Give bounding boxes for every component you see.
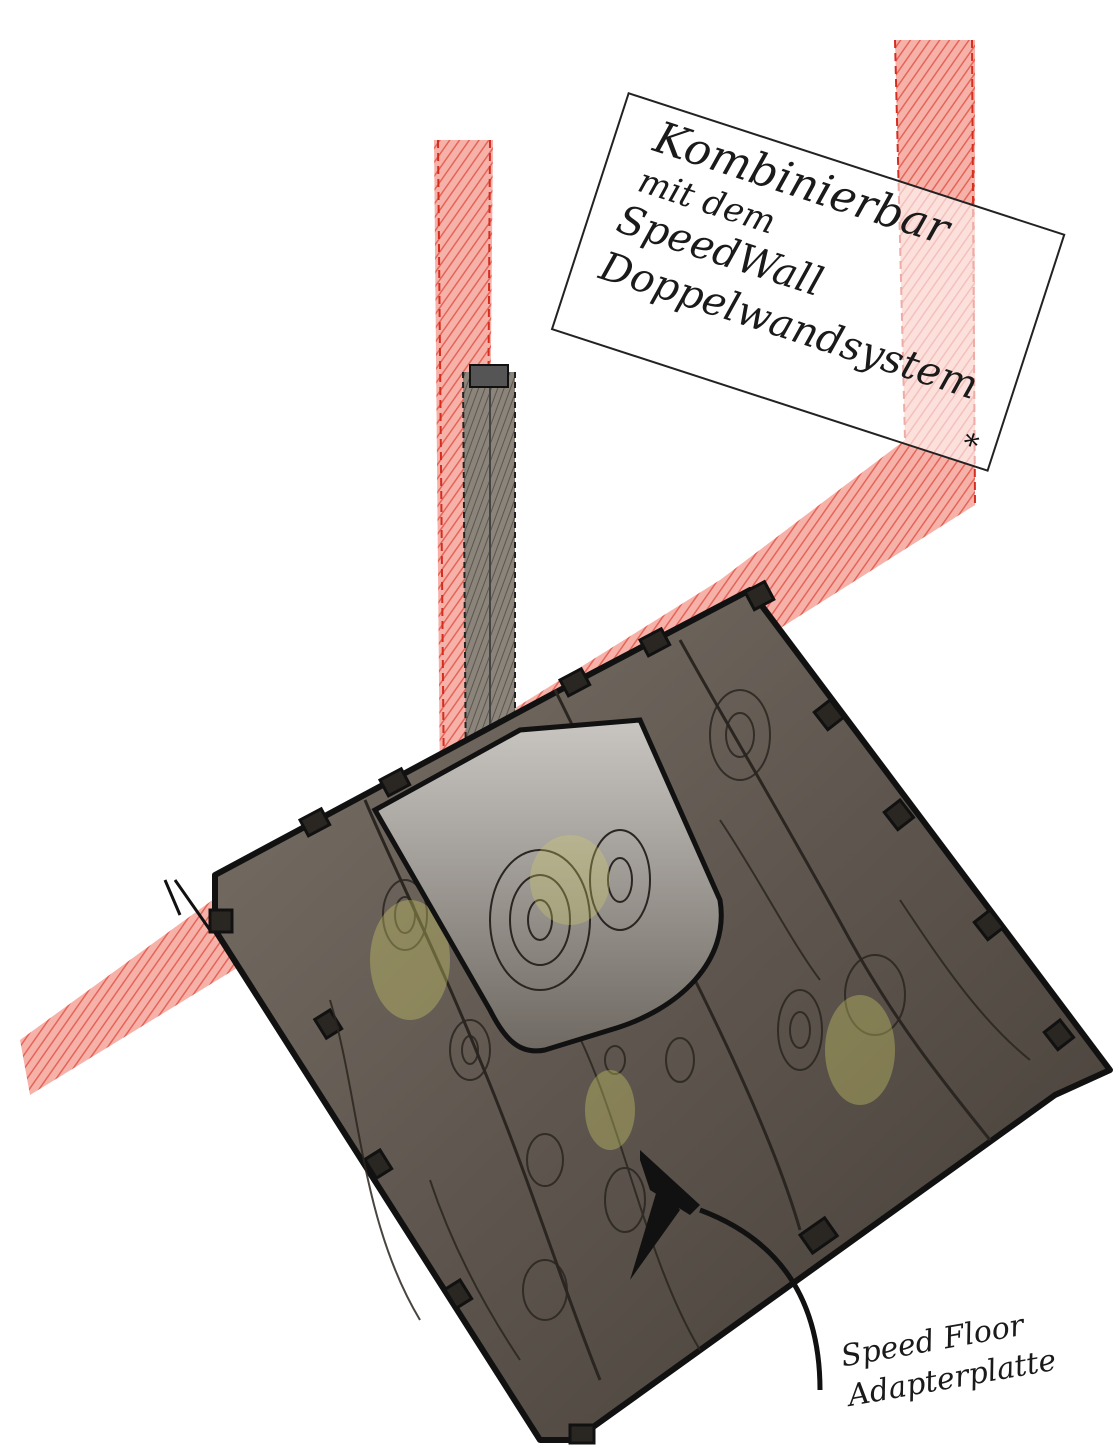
sketch-canvas: Kombinierbar mit dem SpeedWall Doppelwan…: [0, 0, 1119, 1451]
